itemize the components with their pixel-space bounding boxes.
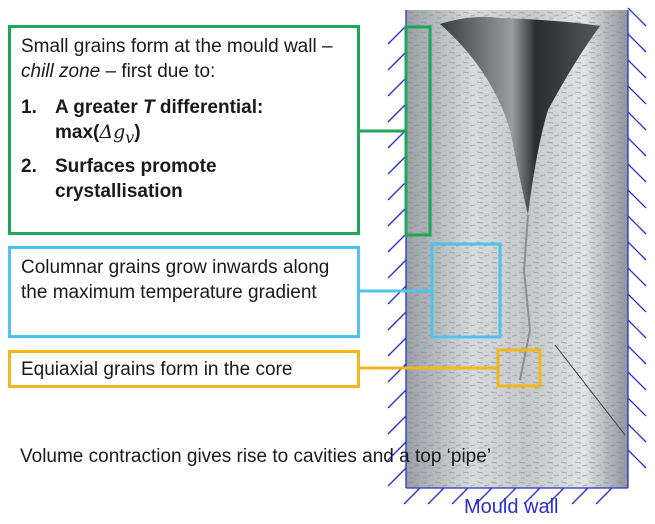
hatch-line bbox=[627, 7, 647, 27]
shrinkage-pipe bbox=[440, 16, 600, 215]
ingot-casting bbox=[406, 10, 628, 488]
hatch-line bbox=[387, 467, 407, 487]
hatch-line bbox=[627, 189, 647, 209]
hatch-line bbox=[595, 487, 613, 505]
hatch-line bbox=[571, 487, 589, 505]
hatch-line bbox=[627, 371, 647, 391]
hatch-line bbox=[387, 103, 407, 123]
hatch-line bbox=[387, 155, 407, 175]
chill-zone-term: chill zone bbox=[21, 61, 101, 83]
hatch-line bbox=[387, 51, 407, 71]
volume-contraction-note: Volume contraction gives rise to cavitie… bbox=[20, 446, 492, 467]
reason-item: 1. A greater T differential: max(Δgv) bbox=[21, 96, 264, 147]
hatch-line bbox=[499, 487, 517, 505]
chill-zone-callout: Small grains form at the mould wall – ch… bbox=[8, 25, 360, 235]
hatch-line bbox=[387, 129, 407, 149]
mould-wall-right bbox=[627, 7, 647, 488]
hatch-line bbox=[627, 423, 647, 443]
hatch-line bbox=[523, 487, 541, 505]
hatch-line bbox=[387, 285, 407, 305]
hatch-line bbox=[627, 319, 647, 339]
hatch-line bbox=[627, 345, 647, 365]
chill-zone-intro: Small grains form at the mould wall – ch… bbox=[21, 36, 333, 83]
hatch-line bbox=[627, 59, 647, 79]
chill-zone-reasons: 1. A greater T differential: max(Δgv) 2.… bbox=[21, 95, 347, 205]
hatch-line bbox=[627, 163, 647, 183]
hatch-line bbox=[627, 449, 647, 469]
hatch-line bbox=[627, 111, 647, 131]
hatch-line bbox=[627, 137, 647, 157]
mould-wall-left bbox=[387, 10, 407, 488]
hatch-line bbox=[387, 389, 407, 409]
hatch-line bbox=[387, 233, 407, 253]
hatch-line bbox=[475, 487, 493, 505]
hatch-line bbox=[387, 415, 407, 435]
mould-wall-bottom bbox=[403, 487, 628, 505]
hatch-line bbox=[387, 259, 407, 279]
hatch-line bbox=[387, 25, 407, 45]
hatch-line bbox=[403, 487, 421, 505]
hatch-line bbox=[387, 441, 407, 461]
hatch-line bbox=[627, 215, 647, 235]
columnar-zone-callout: Columnar grains grow inwards along the m… bbox=[8, 246, 360, 338]
hatch-line bbox=[547, 487, 565, 505]
hatch-line bbox=[627, 397, 647, 417]
mould-wall-label: Mould wall bbox=[464, 496, 559, 518]
hatch-line bbox=[427, 487, 445, 505]
equiaxial-zone-callout: Equiaxial grains form in the core bbox=[8, 350, 360, 388]
hatch-line bbox=[627, 241, 647, 261]
hatch-line bbox=[627, 33, 647, 53]
hatch-line bbox=[387, 337, 407, 357]
reason-item: 2. Surfaces promote crystallisation bbox=[21, 155, 217, 202]
hatch-line bbox=[387, 311, 407, 331]
hatch-line bbox=[627, 293, 647, 313]
hatch-line bbox=[387, 181, 407, 201]
hatch-line bbox=[387, 207, 407, 227]
delta-g-symbol: Δgv bbox=[99, 120, 135, 147]
hatch-line bbox=[627, 85, 647, 105]
hatch-line bbox=[451, 487, 469, 505]
hatch-line bbox=[627, 267, 647, 287]
hatch-line bbox=[387, 77, 407, 97]
